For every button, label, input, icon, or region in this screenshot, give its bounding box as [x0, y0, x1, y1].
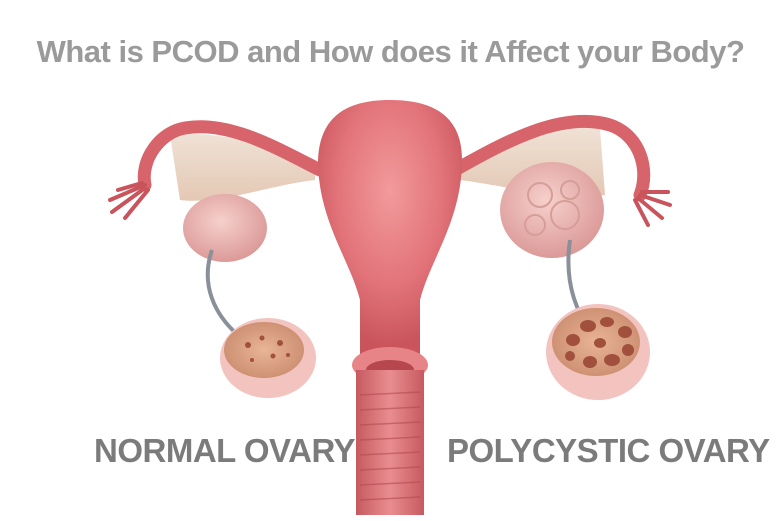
right-fimbriae	[633, 190, 672, 227]
normal-ovary-label: NORMAL OVARY	[94, 432, 356, 469]
uterus	[318, 100, 462, 360]
page-title: What is PCOD and How does it Affect your…	[36, 34, 745, 69]
polycystic-ovary-cross-section	[546, 304, 650, 400]
right-fallopian-tube	[448, 114, 651, 202]
left-fimbriae	[108, 181, 150, 220]
normal-ovary-cross-section	[220, 318, 316, 398]
vaginal-canal	[356, 370, 424, 515]
left-fallopian-tube	[137, 120, 327, 192]
left-ligament	[170, 133, 315, 201]
polycystic-ovary-label: POLYCYSTIC OVARY	[447, 432, 770, 469]
left-ovary	[183, 194, 267, 262]
